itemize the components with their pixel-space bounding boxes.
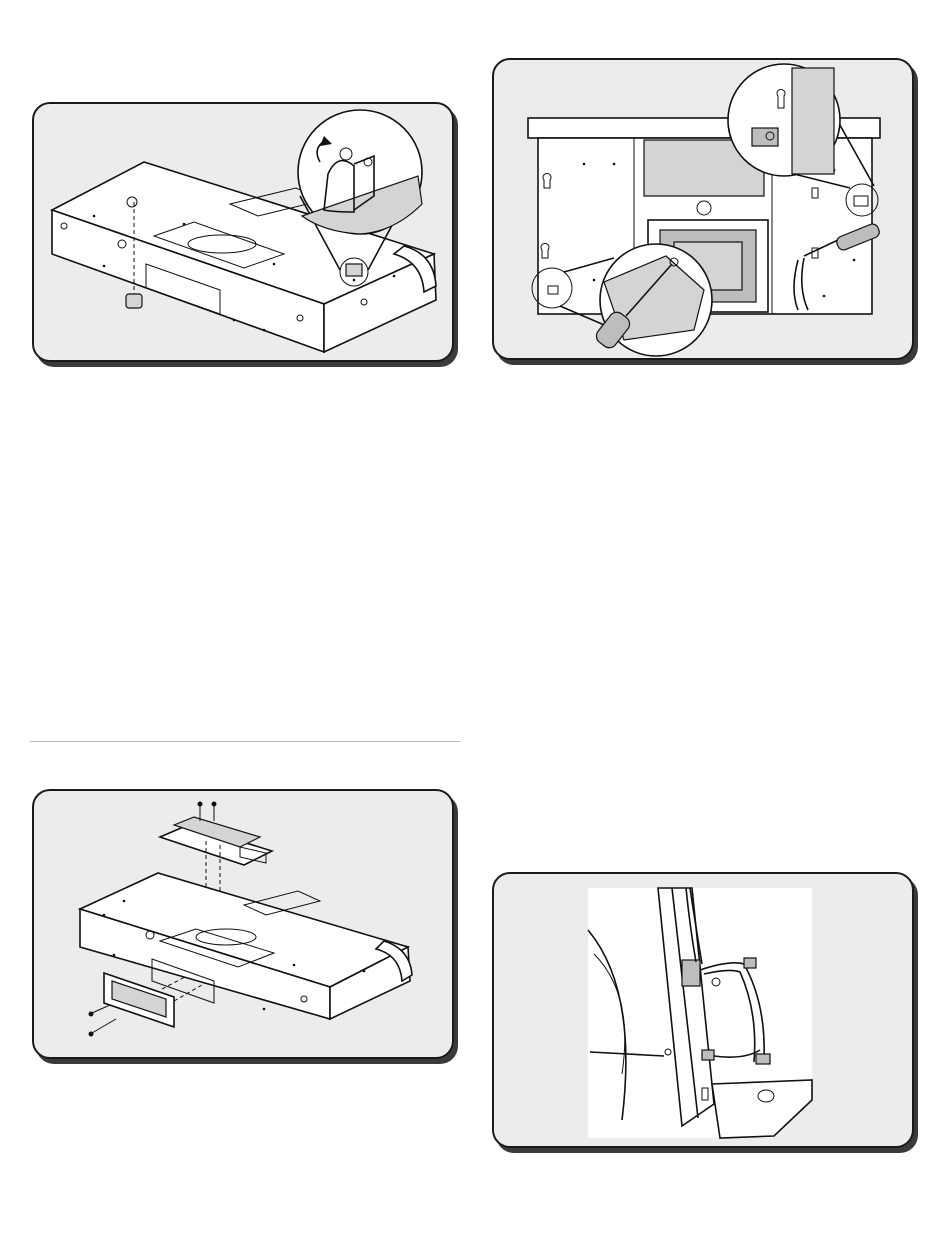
figure-hood-exploded-damper [32, 789, 454, 1059]
range-hood-back-screwdriver-detail-icon [494, 60, 912, 358]
figure-hood-mounting-detail [32, 102, 454, 362]
range-hood-exploded-damper-assembly-icon [34, 791, 452, 1057]
figure-hood-wiring-closeup [492, 872, 914, 1148]
section-divider [30, 741, 460, 742]
range-hood-underside-mounting-detail-icon [34, 104, 452, 360]
figure-hood-back-screwdriver [492, 58, 914, 360]
range-hood-wiring-closeup-icon [494, 874, 912, 1146]
